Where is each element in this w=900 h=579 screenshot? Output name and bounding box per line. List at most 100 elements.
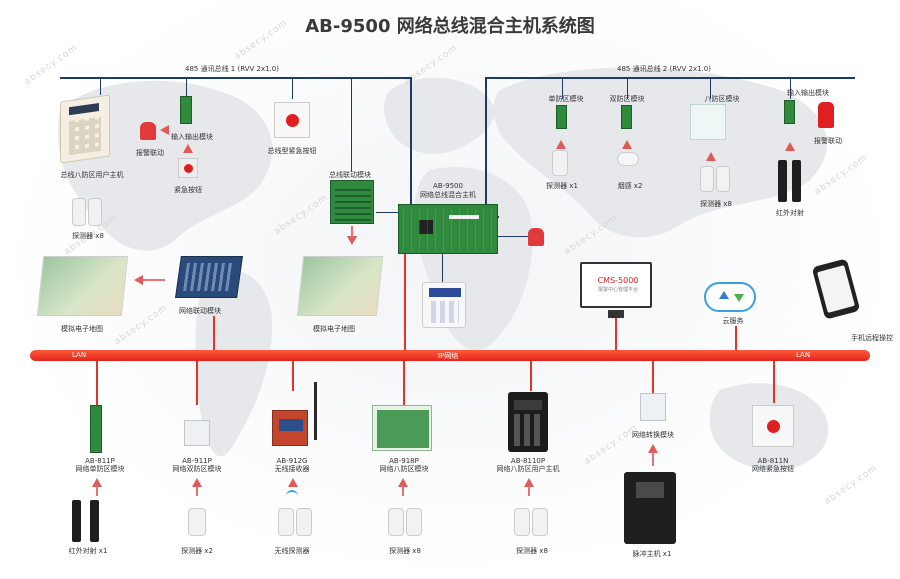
cloud-icon	[704, 282, 756, 312]
io-module-label: 输入输出模块	[171, 133, 213, 141]
cloud-service-label: 云服务	[722, 317, 744, 325]
b4-device-label: 探测器 x8	[389, 547, 421, 555]
bus-line-2-drop	[485, 77, 487, 217]
detector-icon	[388, 508, 404, 536]
bus-tap	[292, 77, 293, 99]
b1-name-label: 网络单防区模块	[75, 465, 125, 473]
b2-name-label: 网络双防区模块	[172, 465, 222, 473]
keypad-connector	[442, 254, 443, 282]
network-linkage-module-device	[175, 256, 243, 298]
ir-beam-right-label: 红外对射	[776, 209, 804, 217]
ab-811n-emergency-button-device	[752, 405, 794, 447]
siren-connector	[498, 236, 528, 237]
detector-x8-right-label: 探测器 x8	[700, 200, 732, 208]
detector-x8-label: 探测器 x8	[72, 232, 104, 240]
b4-name-label: 网络八防区模块	[379, 465, 429, 473]
b5-name-label: 网络八防区用户主机	[496, 465, 560, 473]
pulse-host-device	[624, 472, 676, 544]
smoke-detector-icon	[617, 152, 639, 166]
dual-zone-module-device	[621, 105, 632, 129]
b5-device-label: 探测器 x8	[516, 547, 548, 555]
bus-connector	[376, 212, 398, 213]
sim-map-left-image	[36, 256, 129, 316]
siren-icon	[140, 122, 156, 140]
siren-icon	[528, 228, 544, 246]
eight-zone-module-device	[690, 104, 726, 140]
mobile-control-label: 手机远程操控	[851, 334, 893, 342]
detector-x1-label: 探测器 x1	[546, 182, 578, 190]
bus-emergency-button-device	[274, 102, 310, 138]
smoke-x2-label: 烟感 x2	[617, 182, 643, 190]
lan-drop	[196, 361, 198, 405]
lan-drop	[652, 361, 654, 393]
bus-emergency-button-label: 总线型紧急按钮	[267, 147, 317, 155]
detector-icon	[88, 198, 102, 226]
bus-tap	[710, 77, 711, 99]
lan-drop	[404, 254, 406, 350]
b3-name-label: 无线接收器	[274, 465, 310, 473]
ab-912g-receiver-device	[272, 410, 308, 446]
host-model-label: AB-9500	[433, 182, 463, 190]
b7-model-label: AB-811N	[757, 457, 789, 465]
detector-icon	[700, 166, 714, 192]
detector-icon	[532, 508, 548, 536]
arrow-shaft	[652, 452, 654, 466]
lan-drop	[292, 361, 294, 391]
ir-beam-icon	[90, 500, 99, 542]
lan-backbone	[30, 350, 870, 361]
alarm-linkage-right-label: 报警联动	[814, 137, 842, 145]
ir-beam-icon	[72, 500, 81, 542]
network-linkage-module-label: 网络联动模块	[179, 307, 221, 315]
detector-icon	[716, 166, 730, 192]
wireless-icon	[286, 490, 298, 498]
arrow-up-icon	[192, 478, 202, 487]
io-module-right-device	[784, 100, 795, 124]
b2-device-label: 探测器 x2	[181, 547, 213, 555]
b1-model-label: AB-811P	[85, 457, 115, 465]
bus-2-label: 485 通讯总线 2 (RVV 2x1.0)	[617, 65, 711, 73]
b6-name-label: 网络转换模块	[632, 431, 674, 439]
monitor-stand	[608, 310, 624, 318]
arrow-up-icon	[524, 478, 534, 487]
page-title: AB-9500 网络总线混合主机系统图	[305, 16, 595, 37]
bus-tap	[562, 77, 563, 99]
lan-drop	[615, 318, 617, 350]
lan-right-label: LAN	[796, 351, 811, 359]
bus-tap	[100, 77, 101, 95]
bus-tap	[351, 77, 352, 172]
bus-tap	[186, 77, 187, 97]
detector-icon	[278, 508, 294, 536]
arrow-shaft	[143, 279, 165, 281]
arrow-up-icon	[706, 152, 716, 161]
host-name-label: 网络总线混合主机	[420, 191, 476, 199]
bus-linkage-module-device	[330, 180, 374, 224]
ir-beam-icon	[792, 160, 801, 202]
bus-line-1	[60, 77, 412, 79]
sim-map-center-label: 模拟电子地图	[313, 325, 355, 333]
lan-drop	[773, 361, 775, 403]
lcd-keypad-device	[422, 282, 466, 328]
lan-drop	[530, 361, 532, 391]
keypad-host-label: 总线八防区用户主机	[60, 171, 124, 179]
dual-zone-module-label: 双防区模块	[609, 95, 645, 103]
alarm-linkage-label: 报警联动	[136, 149, 164, 157]
lan-center-label: IP网络	[438, 352, 459, 360]
bus-line-1-drop	[410, 77, 412, 210]
ab-811p-module-device	[90, 405, 102, 453]
b2-model-label: AB-911P	[182, 457, 212, 465]
detector-icon	[514, 508, 530, 536]
ab-918p-module-device	[372, 405, 432, 451]
arrow-up-icon	[785, 142, 795, 151]
b3-model-label: AB-912G	[276, 457, 308, 465]
arrow-shaft	[351, 226, 353, 238]
bus-tap	[627, 77, 628, 99]
arrow-up-icon	[556, 140, 566, 149]
b4-model-label: AB-918P	[389, 457, 419, 465]
eight-zone-module-label: 八防区模块	[704, 95, 740, 103]
network-conversion-module-device	[640, 393, 666, 421]
cms-screen-subtitle: 报警中心管理平台	[597, 287, 639, 293]
lan-left-label: LAN	[72, 351, 87, 359]
b5-model-label: AB-8110P	[510, 457, 546, 465]
detector-icon	[72, 198, 86, 226]
arrow-down-icon	[347, 236, 357, 245]
